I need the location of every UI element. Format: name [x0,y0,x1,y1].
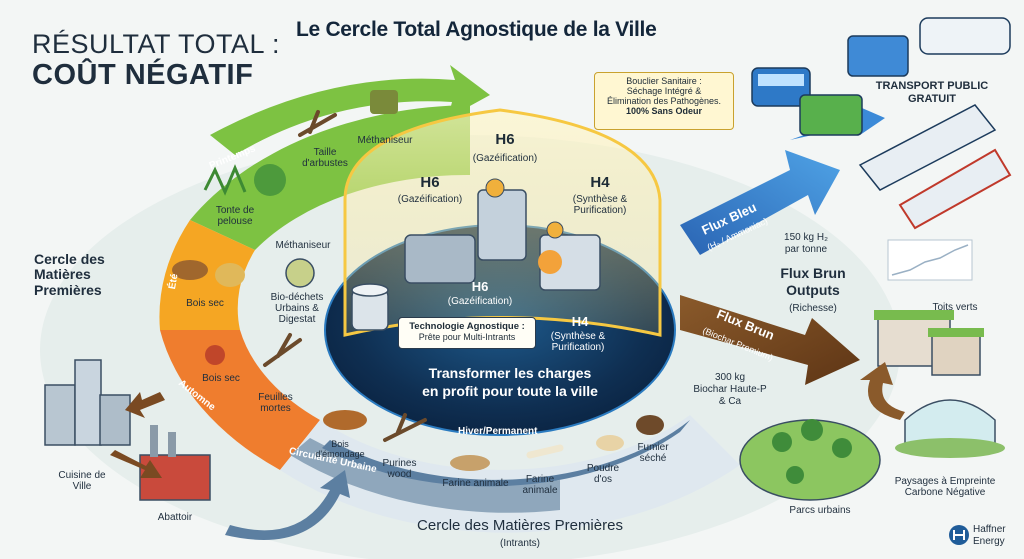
methaniseur-bucket-icon [370,90,398,114]
greenhouse [904,399,996,446]
result-title-line2: COÛT NÉGATIF [32,59,254,91]
urban-return-arrow [225,470,350,540]
input-feuilles: Feuilles mortes [258,392,293,414]
input-farine2: Farine animale [522,474,558,496]
furnace-glow [538,250,562,274]
parcs-urbains: Parcs urbains [789,505,851,516]
h4-right: H4 [590,174,610,191]
h6-top-sub: (Gazéification) [472,153,538,164]
brown-flow-arrow [680,295,860,385]
h6-top: H6 [495,131,515,148]
ring-winter [280,415,740,533]
flux-brun-outputs-line2: Outputs [786,282,840,298]
tram-red [898,148,1012,230]
tech-title: Technologie Agnostique : [409,321,525,332]
bouclier-line1: Bouclier Sanitaire : [626,76,702,86]
input-taille: Taille d'arbustes [302,147,348,169]
h6-left-sub: (Gazéification) [397,194,463,205]
ring-winter-band [322,420,690,487]
machine-tower [477,189,527,261]
ring-autumn [160,330,320,470]
leaves-icon [205,345,225,365]
logs-icon [172,260,208,280]
garbage-truck-blue [847,35,909,77]
h6-mid-sub: (Gazéification) [447,296,513,307]
result-title-line1: RÉSULTAT TOTAL : [32,29,281,59]
bouclier-line4: 100% Sans Odeur [625,106,703,116]
input-methaniseur-top: Méthaniseur [357,135,413,146]
input-cuisine: Cuisine de Ville [58,470,106,492]
input-biodechets: Bio-déchets Urbains & Digestat [270,292,324,325]
h6-mid: H6 [471,279,489,294]
garbage-truck-green [799,94,863,136]
h4-mid: H4 [571,314,589,329]
spring-arrow [210,65,490,155]
transform-line2: en profit pour toute la ville [422,383,598,399]
shrub-icon [254,164,286,196]
left-arrow-2 [125,392,165,418]
page-title: Le Cercle Total Agnostique de la Ville [296,18,657,41]
bone-icon [526,444,564,459]
bone-powder-icon [596,435,624,451]
logo-line2: Energy [973,536,1005,547]
transport-line1: TRANSPORT PUBLIC [875,80,989,92]
grass-icon [203,164,247,196]
curl-arrow [860,362,905,420]
input-methaniseur-mid: Méthaniseur [275,240,331,251]
biochar-line1: 300 kg [714,372,746,383]
input-abattoir: Abattoir [157,512,193,523]
branch-icon [298,110,337,137]
dead-branch-icon [263,333,302,367]
left-cercle-label: Cercle des Matières Premières [34,251,105,298]
input-poudre: Poudre d'os [586,463,620,485]
h6-left: H6 [420,174,440,191]
left-arrow-1 [110,450,162,478]
input-tonte: Tonte de pelouse [215,205,255,227]
toits-verts: Toits verts [932,302,978,313]
input-bois-sec-summer: Bois sec [186,298,224,309]
ring-urban [290,438,560,513]
kg-h2-line1: 150 kg H₂ [784,232,828,243]
twig-icon [383,413,427,442]
ring-summer [159,220,255,330]
tech-box: Technologie Agnostique : Prête pour Mult… [398,317,536,349]
h4-right-sub: (Synthèse & Purification) [572,194,628,216]
logo-line1: Haffner [973,524,1006,535]
tech-sub: Prête pour Multi-Intrants [418,332,516,342]
biochar-line3: & Ca [718,396,742,407]
input-farine1: Farine animale [442,478,509,489]
biochar-line2: Biochar Haute-P [693,384,767,395]
paysages: Paysages à Empreinte Carbone Négative [894,476,996,498]
city-buildings [44,384,76,446]
logo-mark-icon [949,525,969,545]
powder-pile-icon [450,455,490,471]
haffner-logo: Haffner Energy [948,522,1018,552]
input-bois-sec-autumn: Bois sec [202,373,240,384]
bouclier-line2: Séchage Intégré & [626,86,702,96]
bouclier-line3: Élimination des Pathogènes. [606,96,722,106]
chips-icon [323,410,367,430]
input-fumier: Fumier séché [637,442,669,464]
input-bois-emondage: Bois d'émondage [315,439,365,459]
h4-mid-sub: (Synthèse & Purification) [550,331,606,353]
flux-brun-outputs-line1: Flux Brun [780,265,846,281]
manure-icon [636,415,664,435]
tram-top [919,17,1011,55]
input-purines: Purines wood [382,458,417,480]
tram-mid [858,104,997,191]
bouclier-box: Bouclier Sanitaire : Séchage Intégré & É… [594,72,734,130]
bottom-title: Cercle des Matières Premières [417,517,623,534]
transport-line2: GRATUIT [907,93,957,105]
richesse: (Richesse) [789,303,837,314]
bottom-sub: (Intrants) [499,538,540,549]
hay-icon [215,263,245,287]
season-winter: Hiver/Permanent [458,426,538,437]
machine-left [404,234,476,284]
kg-h2-line2: par tonne [784,244,828,255]
digestat-jar [285,258,315,288]
transform-line1: Transformer les charges [428,365,592,381]
blue-flow-arrow [680,150,840,255]
